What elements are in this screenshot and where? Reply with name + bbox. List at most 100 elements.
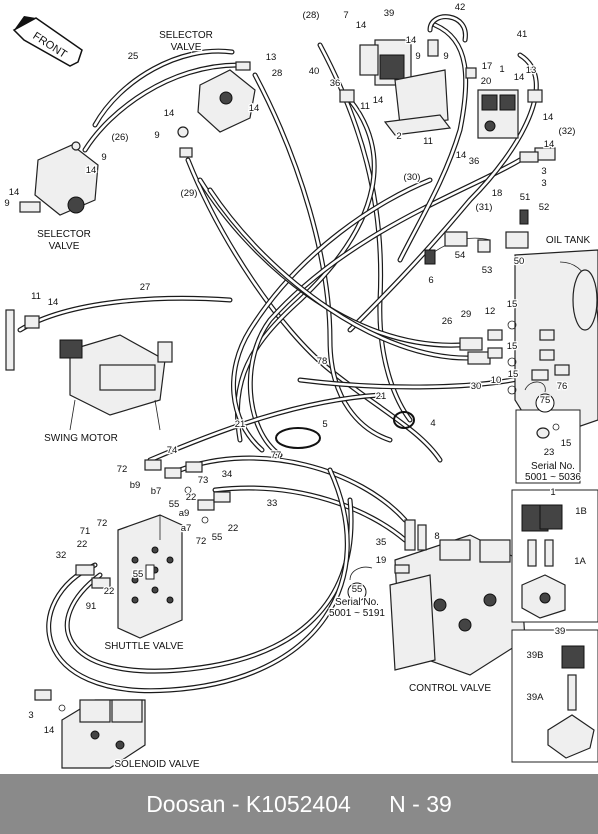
- callout-100: 3: [28, 710, 33, 721]
- callout-60: 76: [557, 381, 568, 392]
- callout-78: 1: [550, 487, 555, 498]
- callout-62: 21: [376, 391, 387, 402]
- callout-50: 14: [48, 297, 59, 308]
- swing-motor: [5, 309, 173, 431]
- callout-5: 41: [517, 29, 528, 40]
- selector-valve-upper: [177, 61, 256, 158]
- callout-47: 6: [428, 275, 433, 286]
- selector-valve-left: [19, 141, 99, 216]
- callout-61: 75: [540, 395, 551, 406]
- callout-97: 39: [555, 626, 566, 637]
- callout-11: 9: [443, 51, 448, 62]
- label-selector-valve-left-1: SELECTOR: [37, 229, 91, 240]
- callout-89: 35: [376, 537, 387, 548]
- label-serial-2: Serial No.: [335, 597, 379, 608]
- callout-43: 52: [539, 202, 550, 213]
- callout-101: 14: [44, 725, 55, 736]
- callout-46: 53: [482, 265, 493, 276]
- inset-solenoid-39: [511, 629, 598, 763]
- callout-30: 36: [469, 156, 480, 167]
- callout-18: 14: [373, 95, 384, 106]
- callout-34: 3: [541, 166, 546, 177]
- callout-96: 55: [352, 584, 363, 595]
- inset-solenoid-assembly-1: [511, 489, 598, 623]
- hose-routing: [17, 14, 579, 694]
- oil-tank: [514, 249, 598, 441]
- callout-66: 15: [561, 438, 572, 449]
- label-serial-1: Serial No.: [531, 461, 575, 472]
- callout-27: 2: [396, 131, 401, 142]
- callout-0: (28): [303, 10, 320, 21]
- callout-80: 1B: [575, 506, 587, 517]
- callout-81: 22: [228, 523, 239, 534]
- callout-44: 54: [455, 250, 466, 261]
- label-selector-valve-left-2: VALVE: [49, 241, 80, 252]
- callout-94: 22: [104, 586, 115, 597]
- callout-76: 33: [267, 498, 278, 509]
- callout-55: 15: [507, 341, 518, 352]
- shuttle-valve: [117, 514, 183, 639]
- callout-85: 71: [80, 526, 91, 537]
- callout-93: 55: [133, 569, 144, 580]
- callout-45: 50: [514, 256, 525, 267]
- callout-71: 34: [222, 469, 233, 480]
- label-serial-2b: 5001 ~ 5191: [329, 608, 385, 619]
- callout-37: 18: [492, 188, 503, 199]
- callout-79: a9: [179, 508, 190, 519]
- callout-74: b7: [151, 486, 162, 497]
- callout-54: 26: [442, 316, 453, 327]
- remote-valve-block: [465, 67, 556, 163]
- callout-70: 72: [117, 464, 128, 475]
- callout-10: 9: [415, 51, 420, 62]
- footer-separator: -: [225, 790, 246, 817]
- footer-brand: Doosan: [146, 790, 226, 817]
- serial-callout-marks: [347, 381, 555, 602]
- label-solenoid-valve: SOLENOID VALVE: [114, 759, 200, 770]
- callout-63: 4: [430, 418, 435, 429]
- solenoid-valve-top: [339, 39, 452, 136]
- tank-fittings: [459, 320, 549, 395]
- solenoid-valve-bottom: [34, 689, 146, 769]
- callout-16: 13: [526, 65, 537, 76]
- callout-28: 11: [423, 136, 433, 147]
- callout-32: (32): [559, 126, 576, 137]
- callout-7: 28: [272, 68, 283, 79]
- callout-64: 5: [322, 419, 327, 430]
- callout-53: 12: [485, 306, 496, 317]
- callout-3: 39: [384, 8, 395, 19]
- callout-13: 20: [481, 76, 492, 87]
- callout-36: (30): [404, 172, 421, 183]
- callout-9: 14: [406, 35, 417, 46]
- callout-40: 9: [4, 198, 9, 209]
- callout-82: 55: [212, 532, 223, 543]
- front-direction-arrow: FRONT: [12, 16, 83, 67]
- callout-98: 39B: [527, 650, 544, 661]
- callout-33: 14: [544, 139, 555, 150]
- pressure-switch-harness: [424, 209, 529, 265]
- callout-38: (29): [181, 188, 198, 199]
- callout-25: 9: [101, 152, 106, 163]
- callout-84: 72: [97, 518, 108, 529]
- callout-15: 14: [514, 72, 525, 83]
- callout-1: 7: [343, 10, 348, 21]
- callout-4: 42: [455, 2, 466, 13]
- callout-56: 10: [491, 375, 502, 386]
- callout-59: 15: [508, 369, 519, 380]
- callout-77: 55: [169, 499, 180, 510]
- callout-22: 14: [164, 108, 175, 119]
- label-shuttle-valve: SHUTTLE VALVE: [104, 641, 183, 652]
- callout-35: 3: [541, 178, 546, 189]
- label-swing-motor: SWING MOTOR: [44, 433, 118, 444]
- callout-48: 27: [140, 282, 151, 293]
- callout-42: 51: [520, 192, 531, 203]
- callout-90: 32: [56, 550, 67, 561]
- callout-23: 9: [154, 130, 159, 141]
- callout-51: 15: [507, 299, 518, 310]
- callout-20: 25: [128, 51, 139, 62]
- callout-92: 1A: [574, 556, 586, 567]
- callout-24: (26): [112, 132, 129, 143]
- callout-72: b9: [130, 480, 141, 491]
- callout-2: 14: [356, 20, 367, 31]
- callout-21: 14: [249, 103, 260, 114]
